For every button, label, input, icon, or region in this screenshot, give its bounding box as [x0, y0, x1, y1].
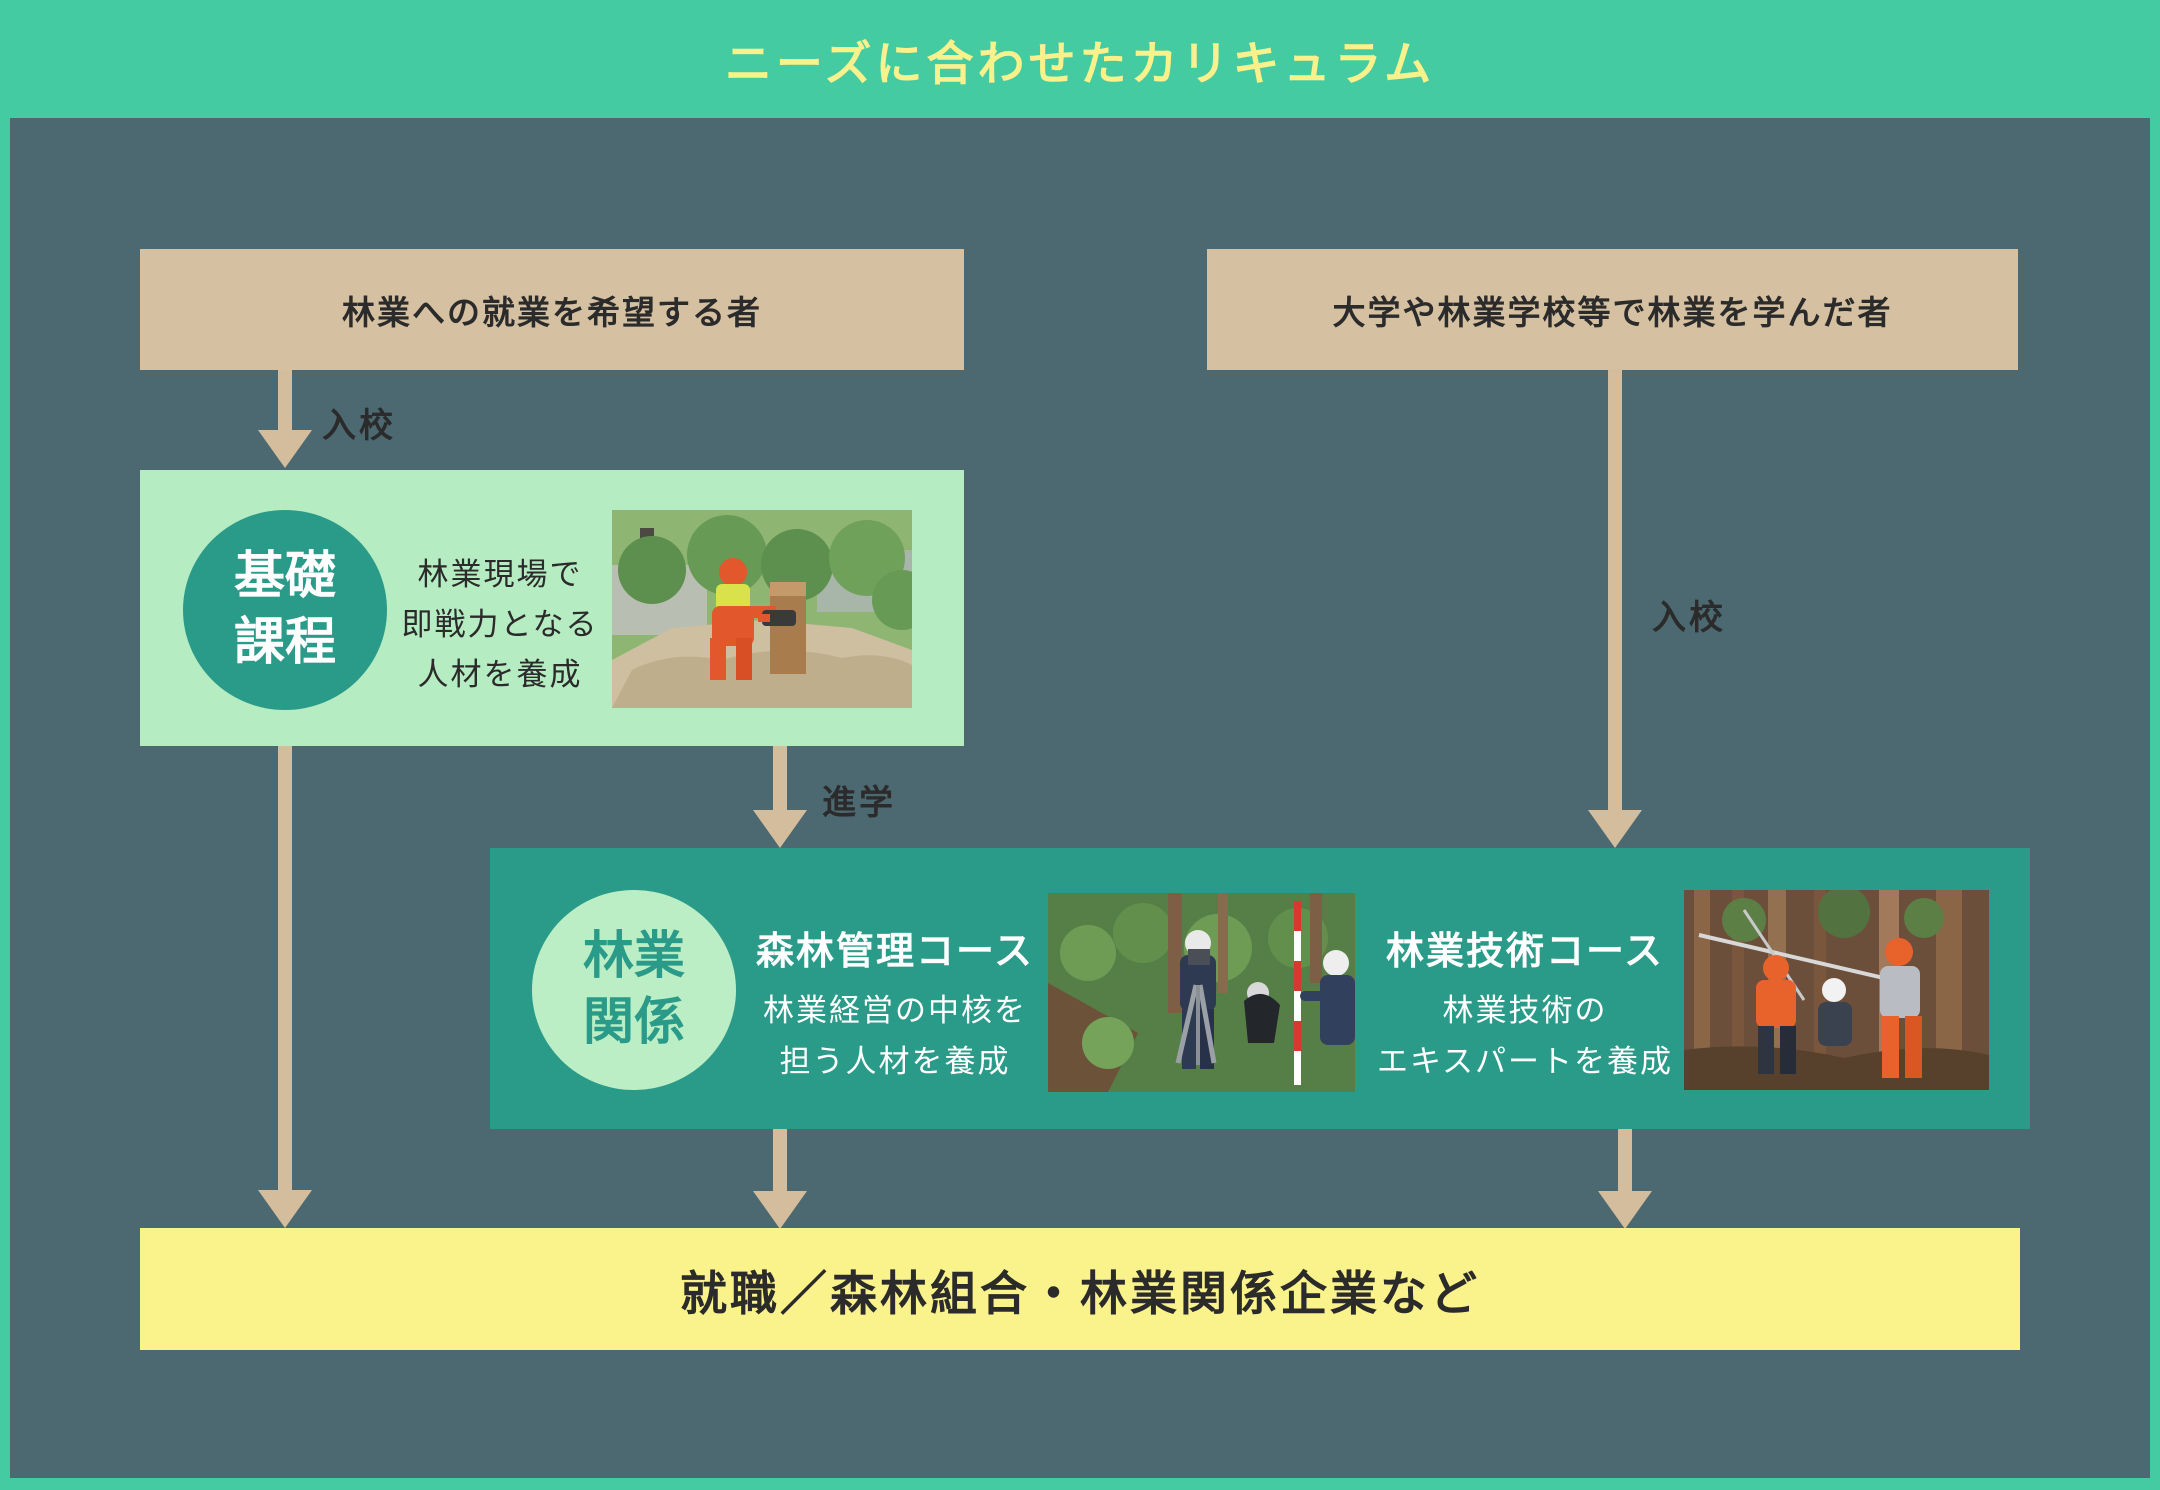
course1-desc: 林業経営の中核を 担う人材を養成 — [720, 986, 1070, 1088]
basic-course-desc: 林業現場で 即戦力となる 人材を養成 — [355, 550, 645, 701]
course1-desc-line2: 担う人材を養成 — [779, 1044, 1011, 1081]
forestry-stage-badge-line2: 関係 — [582, 993, 685, 1052]
arrow-shaft — [278, 370, 292, 434]
arrow-head-icon — [1598, 1191, 1652, 1229]
survey-pole — [1294, 901, 1301, 1085]
forestry-stage-box: 林業 関係 森林管理コース 林業経営の中核を 担う人材を養成 — [490, 848, 2030, 1129]
worker-figure — [710, 558, 776, 680]
course1-photo — [1048, 893, 1355, 1092]
worker-grey-orange-figure — [1880, 938, 1922, 1078]
basic-course-desc-line2: 即戦力となる — [401, 607, 599, 644]
source-box-graduates: 大学や林業学校等で林業を学んだ者 — [1207, 249, 2018, 370]
source-box-jobseekers: 林業への就業を希望する者 — [140, 249, 964, 370]
arrow-head-icon — [258, 1190, 312, 1228]
surveyor-figure — [1175, 930, 1217, 1069]
source-box-graduates-label: 大学や林業学校等で林業を学んだ者 — [1332, 292, 1893, 332]
course2-title: 林業技術コース — [1385, 929, 1665, 973]
arrow-head-icon — [753, 1191, 807, 1229]
course1-desc-line1: 林業経営の中核を — [763, 993, 1027, 1029]
page-title: ニーズに合わせたカリキュラム — [724, 36, 1436, 92]
worker-middle-figure — [1818, 978, 1852, 1046]
assistant-figure — [1300, 950, 1355, 1045]
arrow-shaft — [773, 746, 787, 814]
label-enter-right: 入校 — [1652, 598, 1726, 638]
arrow-head-icon — [1588, 810, 1642, 848]
arrow-shaft — [278, 746, 292, 1194]
course2-desc: 林業技術の エキスパートを養成 — [1345, 986, 1705, 1088]
basic-course-badge-line2: 課程 — [233, 613, 336, 672]
basic-course-badge: 基礎 課程 — [183, 510, 387, 710]
header-bar: ニーズに合わせたカリキュラム — [0, 0, 2160, 118]
course2-photo — [1684, 890, 1989, 1090]
outcome-label: 就職／森林組合・林業関係企業など — [680, 1266, 1480, 1322]
outcome-box: 就職／森林組合・林業関係企業など — [140, 1228, 2020, 1350]
arrow-head-icon — [753, 810, 807, 848]
arrow-shaft — [1608, 369, 1622, 814]
forestry-stage-badge: 林業 関係 — [532, 890, 736, 1090]
course1-title: 森林管理コース — [755, 929, 1035, 973]
basic-course-box: 基礎 課程 林業現場で 即戦力となる 人材を養成 — [140, 470, 964, 746]
basic-course-photo — [612, 510, 912, 708]
forestry-stage-badge-line1: 林業 — [582, 926, 685, 986]
arrow-shaft — [1618, 1129, 1632, 1195]
course2-desc-line1: 林業技術の — [1442, 993, 1608, 1029]
basic-course-badge-line1: 基礎 — [233, 546, 336, 606]
source-box-jobseekers-label: 林業への就業を希望する者 — [342, 292, 762, 332]
label-enter-left: 入校 — [322, 406, 396, 446]
basic-course-desc-line1: 林業現場で — [417, 557, 583, 593]
basic-course-desc-line3: 人材を養成 — [417, 657, 583, 694]
arrow-head-icon — [258, 430, 312, 468]
crouching-figure — [1244, 982, 1280, 1043]
worker-orange-figure — [1756, 955, 1796, 1074]
arrow-shaft — [773, 1129, 787, 1195]
course2-desc-line2: エキスパートを養成 — [1376, 1044, 1674, 1081]
label-advance: 進学 — [822, 783, 896, 823]
